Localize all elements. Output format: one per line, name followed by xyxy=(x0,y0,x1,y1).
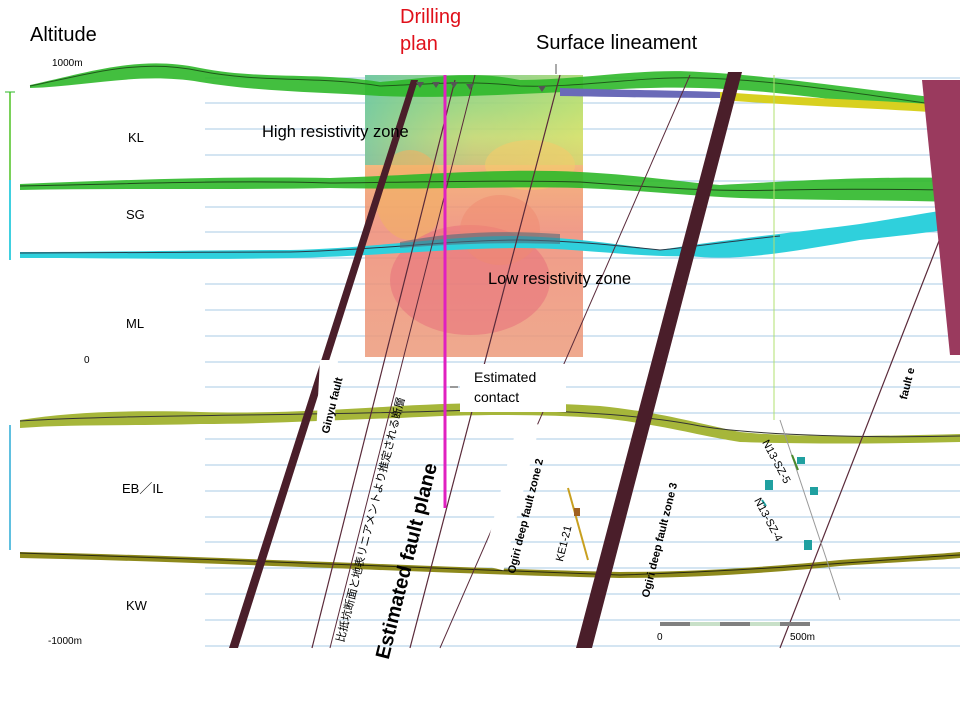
scale-bar xyxy=(660,622,810,626)
drilling-plan-label-line1: Drilling xyxy=(400,6,462,28)
layer-label-kw: KW xyxy=(126,598,147,613)
ogiri-fault-2-line xyxy=(409,74,561,649)
resistivity-panel xyxy=(365,75,583,357)
altitude-label: Altitude xyxy=(30,24,97,46)
layer-kw-top xyxy=(19,552,960,578)
scale-start-label: 0 xyxy=(657,632,663,643)
estimated-contact-line2: contact xyxy=(474,389,520,405)
surface-markers xyxy=(416,82,546,92)
estimated-fault-plane-line xyxy=(311,79,456,649)
axis-bottom-label: -1000m xyxy=(48,636,82,647)
surface-lineament-label: Surface lineament xyxy=(536,32,698,54)
estimated-contact-box xyxy=(460,364,566,412)
layer-sg-top xyxy=(19,170,960,202)
scale-end-label: 500m xyxy=(790,632,816,643)
low-resistivity-zone-label: Low resistivity zone xyxy=(488,270,632,288)
high-resistivity-zone-label: High resistivity zone xyxy=(262,123,409,141)
fault-e-band xyxy=(922,80,960,355)
axis-top-label: 1000m xyxy=(52,58,83,69)
layer-label-ml: ML xyxy=(126,316,145,331)
ogiri-fault-2-line-b xyxy=(439,74,691,649)
layer-label-sg: SG xyxy=(126,207,145,222)
axis-zero-label: 0 xyxy=(84,355,90,366)
layer-label-kl: KL xyxy=(128,130,144,145)
drilling-plan-label-line2: plan xyxy=(400,33,438,55)
vertical-color-scale xyxy=(5,91,15,550)
fault-e-line xyxy=(779,199,956,649)
layer-ml-top xyxy=(19,208,960,259)
layer-label-eb-il: EB／IL xyxy=(122,481,164,496)
well-n13-sz xyxy=(761,419,841,601)
well-ke1-21 xyxy=(567,487,589,561)
estimated-fault-plane-line-2 xyxy=(329,74,476,649)
estimated-contact-line1: Estimated xyxy=(474,369,537,385)
ogiri-fault-3 xyxy=(576,72,742,648)
